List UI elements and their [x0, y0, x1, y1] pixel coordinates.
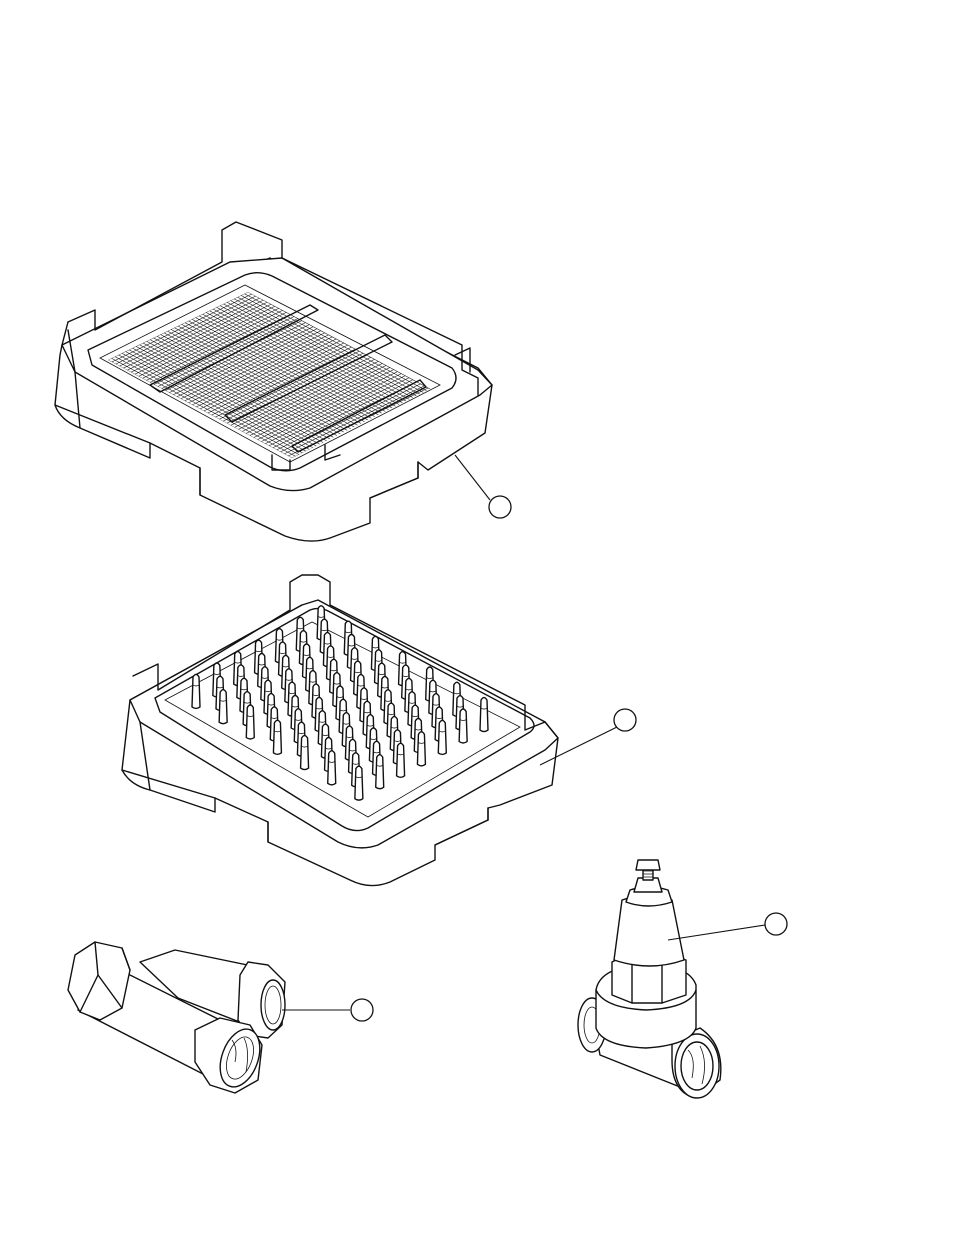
- y-strainer: [68, 942, 373, 1093]
- pressure-regulator: [578, 860, 787, 1098]
- callout-2: [614, 709, 636, 731]
- peg: [376, 755, 384, 789]
- peg: [355, 766, 363, 800]
- peg: [219, 690, 227, 724]
- peg: [301, 736, 309, 770]
- peg: [246, 705, 254, 739]
- callout-4: [765, 913, 787, 935]
- peg: [459, 709, 467, 743]
- peg-rack: [122, 575, 636, 886]
- peg: [192, 674, 200, 708]
- peg: [397, 743, 405, 777]
- mesh-basket: [55, 222, 511, 541]
- peg: [417, 732, 425, 766]
- peg: [438, 720, 446, 754]
- callout-3: [351, 999, 373, 1021]
- callout-1: [489, 496, 511, 518]
- peg: [328, 751, 336, 785]
- peg: [480, 698, 488, 732]
- peg: [273, 720, 281, 754]
